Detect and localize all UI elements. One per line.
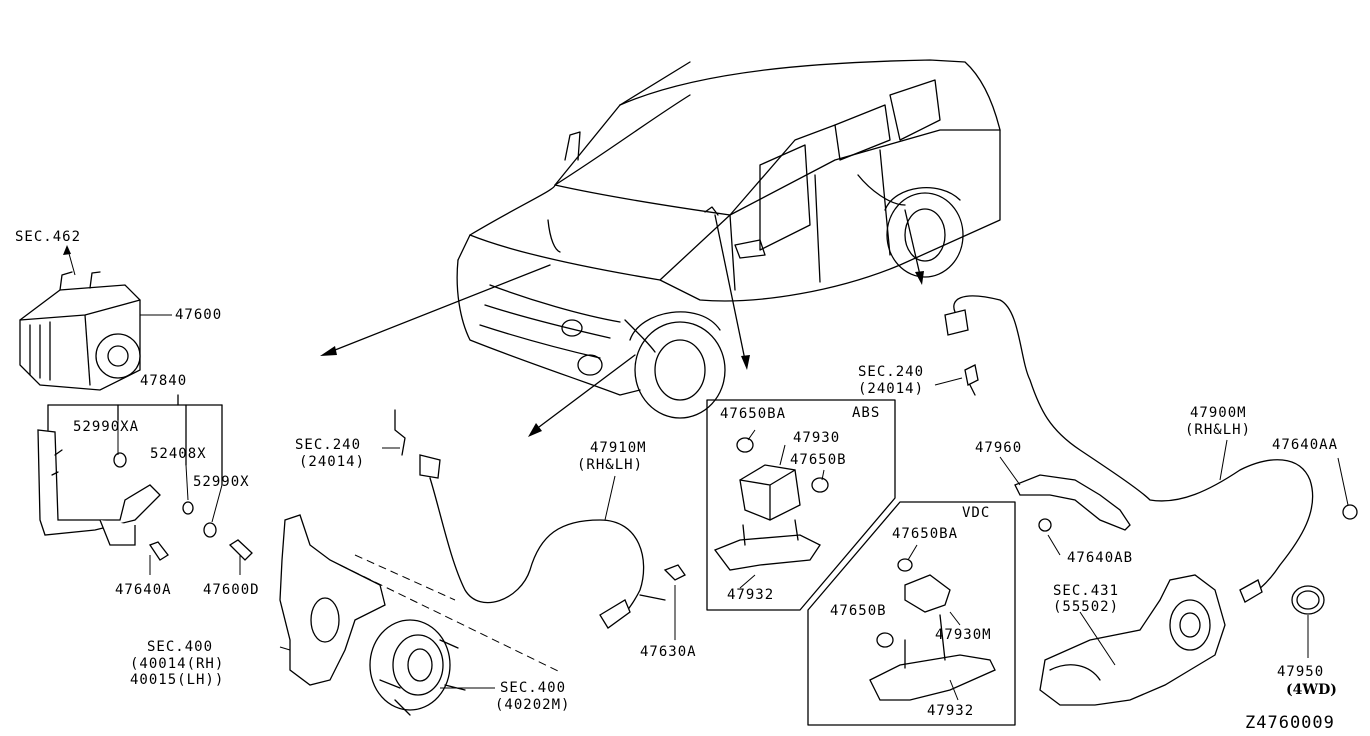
bracket-assembly xyxy=(37,394,253,575)
abs-box-title: ABS xyxy=(852,405,881,421)
vehicle-illustration xyxy=(456,59,1001,419)
label-sec400-knuckle[interactable]: SEC.400 xyxy=(147,639,214,655)
label-47932-abs[interactable]: 47932 xyxy=(727,587,775,603)
label-52408X[interactable]: 52408X xyxy=(150,446,207,462)
diagram-code: Z4760009 xyxy=(1245,713,1335,733)
label-47650BA-vdc[interactable]: 47650BA xyxy=(892,526,959,542)
label-47930[interactable]: 47930 xyxy=(793,430,841,446)
label-47650B-abs[interactable]: 47650B xyxy=(790,452,847,468)
label-47600[interactable]: 47600 xyxy=(175,307,223,323)
label-47650BA-abs[interactable]: 47650BA xyxy=(720,406,787,422)
front-knuckle-hub xyxy=(279,514,561,716)
label-47630A[interactable]: 47630A xyxy=(640,644,697,660)
label-47930M[interactable]: 47930M xyxy=(935,627,992,643)
label-47640AB[interactable]: 47640AB xyxy=(1067,550,1134,566)
label-24014-right: (24014) xyxy=(858,381,925,397)
label-47900M[interactable]: 47900M xyxy=(1190,405,1247,421)
abs-box xyxy=(706,399,896,611)
label-47650B-vdc[interactable]: 47650B xyxy=(830,603,887,619)
label-4wd: (4WD) xyxy=(1286,682,1337,698)
label-47910M[interactable]: 47910M xyxy=(590,440,647,456)
label-47900M-sub: (RH&LH) xyxy=(1185,422,1252,438)
label-47840[interactable]: 47840 xyxy=(140,373,188,389)
label-47640AA[interactable]: 47640AA xyxy=(1272,437,1339,453)
label-52990X[interactable]: 52990X xyxy=(193,474,250,490)
label-47960[interactable]: 47960 xyxy=(975,440,1023,456)
label-40202M: (40202M) xyxy=(495,697,571,713)
label-sec431[interactable]: SEC.431 xyxy=(1053,583,1120,599)
abs-actuator-unit xyxy=(19,245,172,391)
label-24014-left: (24014) xyxy=(299,454,366,470)
location-arrows xyxy=(320,209,924,437)
rear-knuckle xyxy=(1039,574,1325,706)
label-52990XA[interactable]: 52990XA xyxy=(73,419,140,435)
front-wheel-sensor xyxy=(382,409,686,640)
label-sec240-right[interactable]: SEC.240 xyxy=(858,364,925,380)
vdc-box-title: VDC xyxy=(962,505,991,521)
leader-lines xyxy=(117,420,223,523)
label-40015: 40015(LH)) xyxy=(130,672,225,688)
label-47910M-sub: (RH&LH) xyxy=(577,457,644,473)
label-40014: (40014(RH) xyxy=(130,656,225,672)
vdc-box xyxy=(807,501,1016,726)
label-55502: (55502) xyxy=(1053,599,1120,615)
label-sec240-left[interactable]: SEC.240 xyxy=(295,437,362,453)
label-sec462[interactable]: SEC.462 xyxy=(15,229,82,245)
label-47600D[interactable]: 47600D xyxy=(203,582,260,598)
label-47950[interactable]: 47950 xyxy=(1277,664,1325,680)
label-sec400-hub[interactable]: SEC.400 xyxy=(500,680,567,696)
label-47640A[interactable]: 47640A xyxy=(115,582,172,598)
label-47932-vdc[interactable]: 47932 xyxy=(927,703,975,719)
rear-wheel-sensor xyxy=(934,295,1358,603)
